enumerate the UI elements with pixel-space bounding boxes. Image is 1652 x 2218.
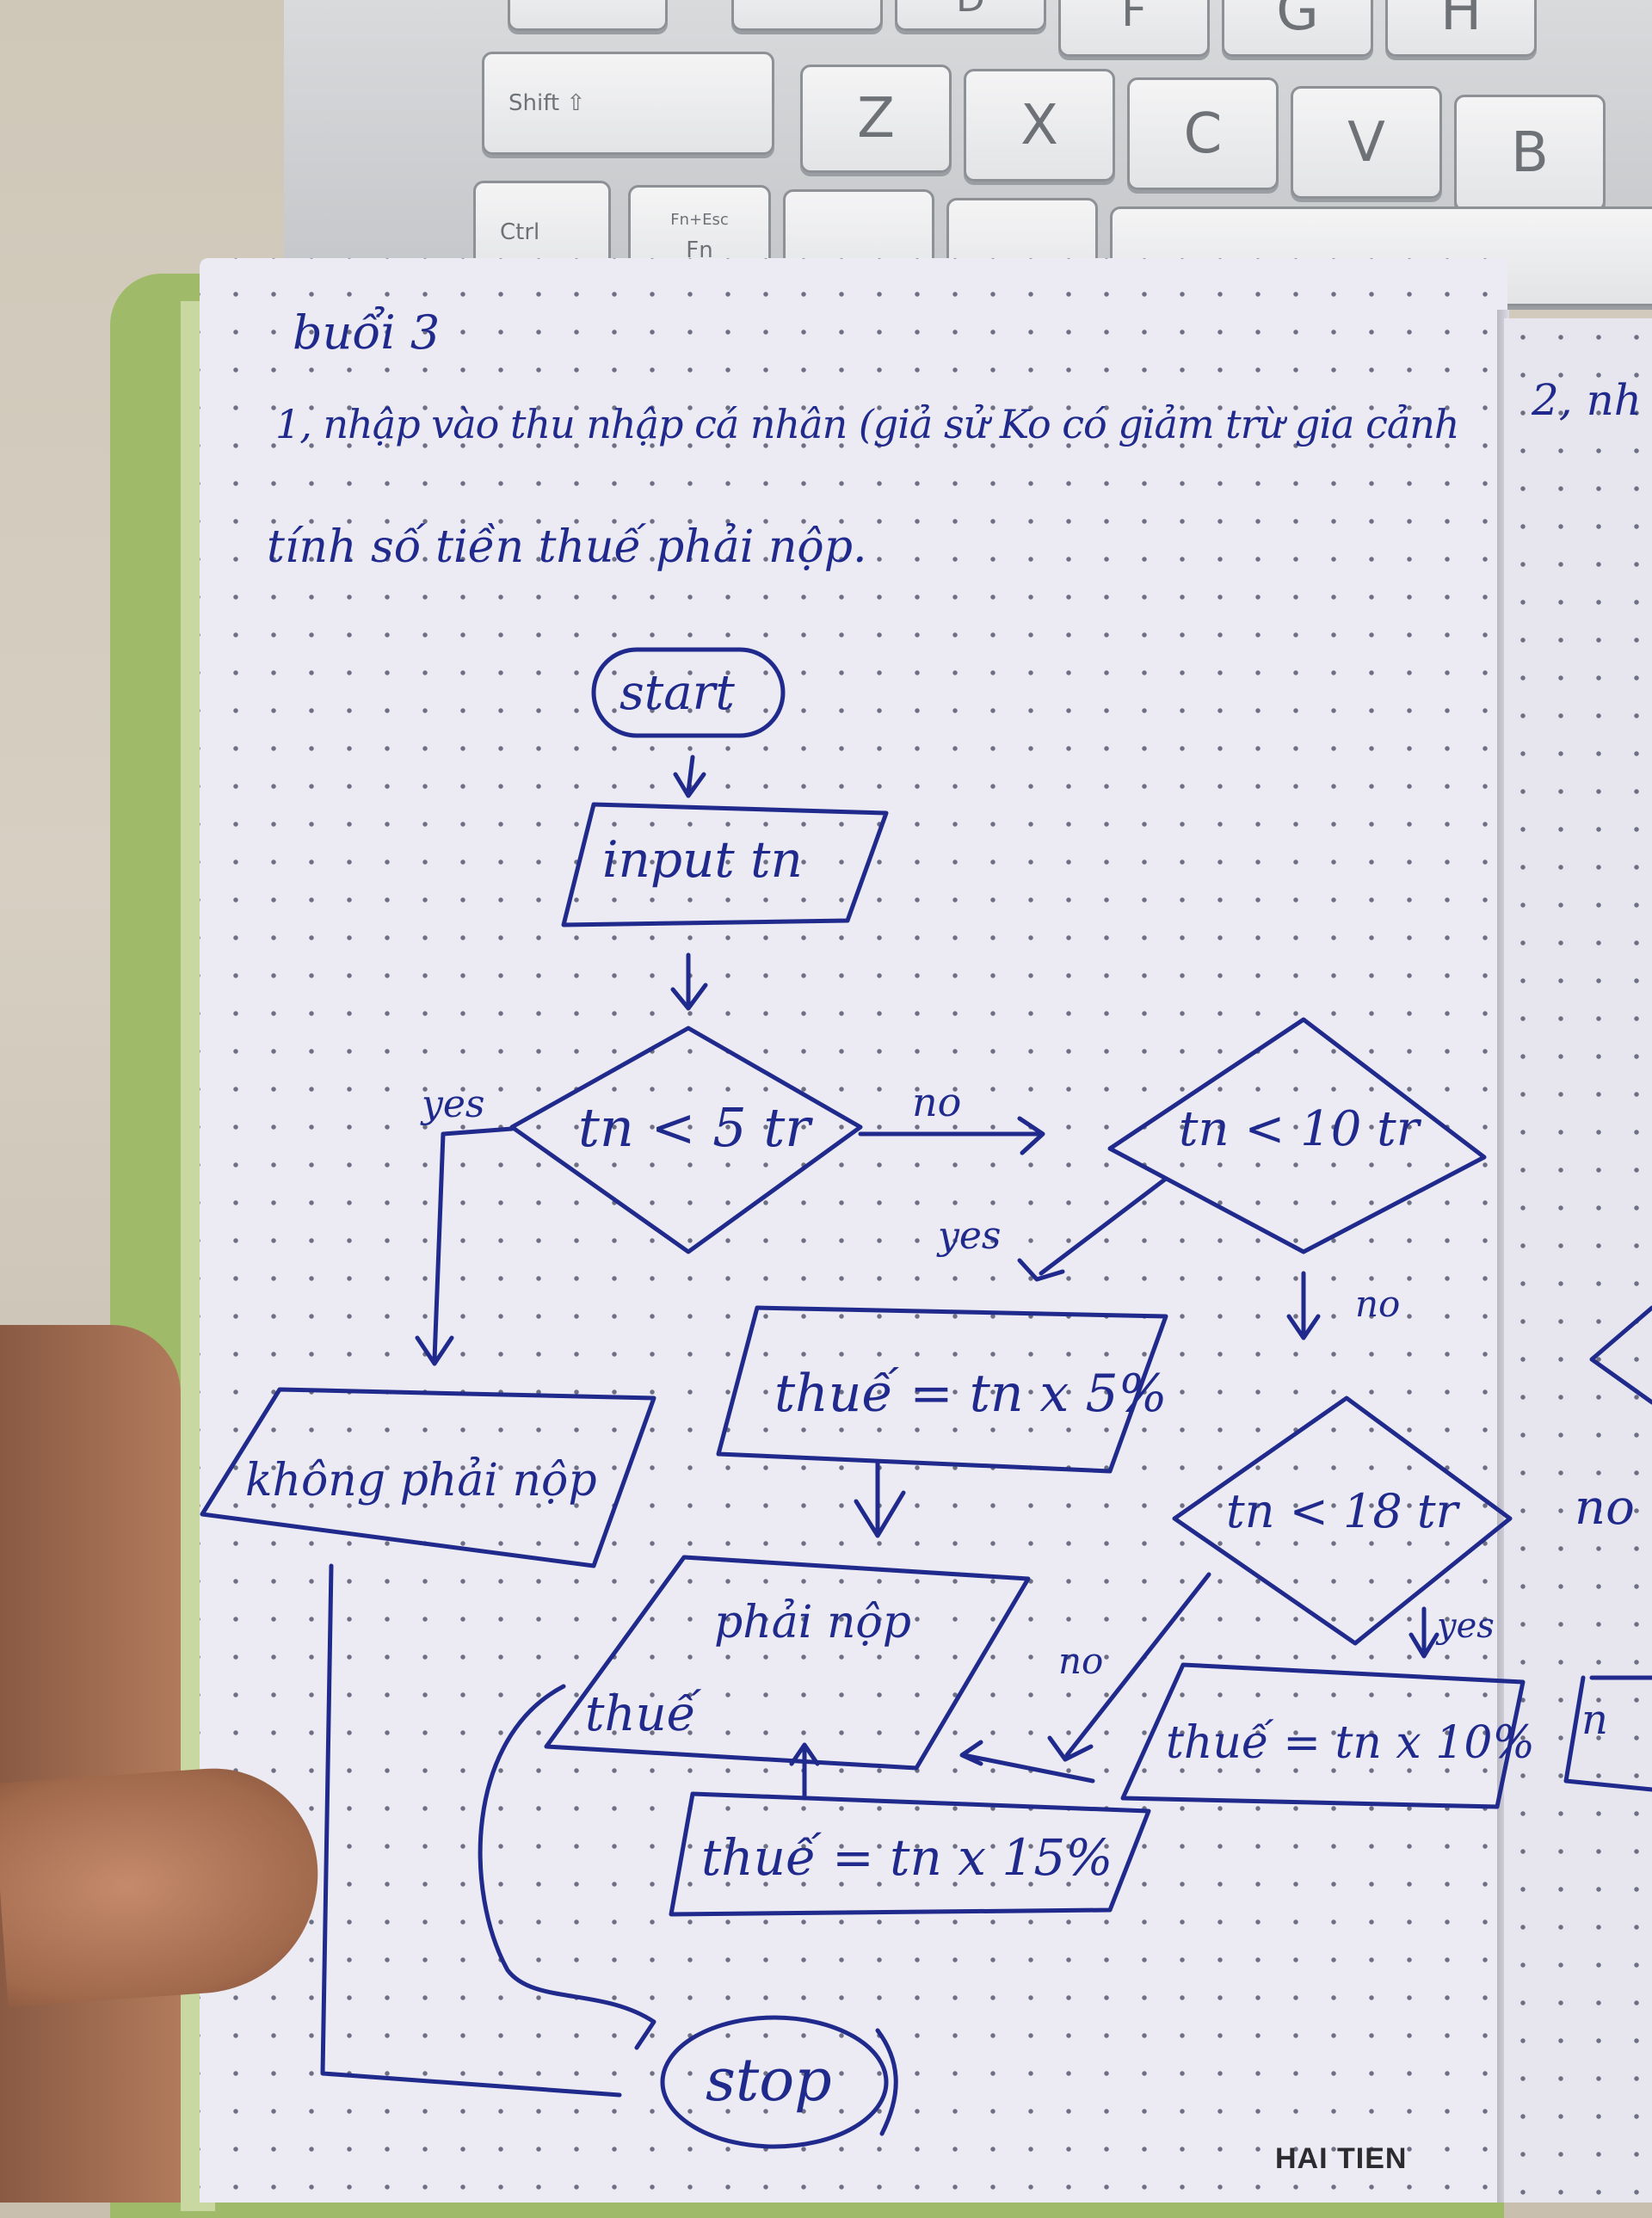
input-label: input tn (602, 830, 803, 889)
key-top-1 (508, 0, 668, 31)
arrow-start-input (673, 755, 706, 798)
cond2-label: tn < 10 tr (1179, 1101, 1420, 1157)
calc5-label: thuế = tn x 5% (774, 1364, 1168, 1424)
next-page-no-label: no (1575, 1480, 1635, 1536)
nopay-parallelogram (200, 1387, 656, 1568)
tax-output-line2: thuế (585, 1686, 697, 1742)
next-page-task: 2, nh (1532, 375, 1643, 425)
key-top-2 (731, 0, 883, 31)
key-c: C (1127, 77, 1279, 190)
calc5-parallelogram (716, 1305, 1168, 1474)
cond1-label: tn < 5 tr (578, 1096, 811, 1159)
arrow-cond1-no (858, 1116, 1045, 1155)
cond2-diamond (1107, 1017, 1487, 1254)
cond3-diamond (1172, 1395, 1513, 1646)
stop-label: stop (706, 2047, 832, 2115)
calc15-label: thuế = tn x 15% (701, 1828, 1113, 1887)
cond1-yes-label: yes (422, 1082, 485, 1126)
stop-terminal (660, 2015, 889, 2149)
next-page-box-label: n (1581, 1696, 1608, 1744)
key-h: H (1385, 0, 1537, 57)
arrow-calc5-out (854, 1460, 906, 1538)
cond1-no-label: no (912, 1079, 962, 1125)
start-label: start (620, 665, 735, 721)
key-z: Z (800, 65, 952, 173)
line-nopay-stop (320, 1563, 622, 2098)
notebook-next-page (1504, 318, 1652, 2203)
arrow-cond2-no (1286, 1271, 1321, 1340)
task-line-2: tính số tiền thuế phải nộp. (267, 521, 867, 573)
arrow-cond2-yes (1017, 1176, 1168, 1282)
nopay-label: không phải nộp (245, 1455, 597, 1506)
key-v: V (1291, 86, 1442, 199)
line-output-stop (478, 1684, 656, 2050)
arrow-input-cond1 (670, 952, 708, 1011)
input-parallelogram (561, 802, 889, 927)
arrow-cond3-yes (1409, 1606, 1439, 1659)
cond3-no-label: no (1058, 1640, 1104, 1682)
notebook-brand: HAI TIEN (1275, 2142, 1408, 2175)
key-d: D (895, 0, 1046, 31)
key-g: G (1222, 0, 1373, 57)
cond3-label: tn < 18 tr (1226, 1484, 1458, 1538)
key-x: X (964, 69, 1115, 182)
arrow-calc10-out (959, 1740, 1095, 1784)
arrow-cond3-no (1047, 1572, 1211, 1762)
arrow-cond1-yes (415, 1126, 515, 1366)
next-page-diamond (1589, 1305, 1652, 1405)
next-page-box (1563, 1675, 1652, 1792)
hand (0, 1325, 181, 2203)
cond3-yes-label: yes (1437, 1606, 1495, 1646)
task-line-1: 1, nhập vào thu nhập cá nhân (giả sử Ko … (275, 401, 1460, 447)
arrow-calc15-out (789, 1742, 820, 1801)
stop-bracket (875, 2028, 898, 2136)
key-b: B (1454, 95, 1606, 212)
key-fn-esc-label: Fn+Esc (670, 211, 729, 229)
tax-output-parallelogram (544, 1555, 1031, 1771)
key-f: F (1058, 0, 1210, 57)
calc10-label: thuế = tn x 10% (1166, 1717, 1535, 1769)
key-shift: Shift ⇧ (482, 52, 774, 155)
calc10-parallelogram (1120, 1662, 1526, 1809)
cond2-yes-label: yes (938, 1214, 1002, 1258)
start-terminal (591, 647, 786, 738)
cond2-no-label: no (1355, 1283, 1401, 1325)
cond1-diamond (509, 1026, 863, 1254)
notebook-page (200, 258, 1507, 2203)
calc15-parallelogram (669, 1791, 1151, 1917)
tax-output-line1: phải nộp (714, 1597, 912, 1648)
heading-text: buổi 3 (293, 305, 441, 360)
